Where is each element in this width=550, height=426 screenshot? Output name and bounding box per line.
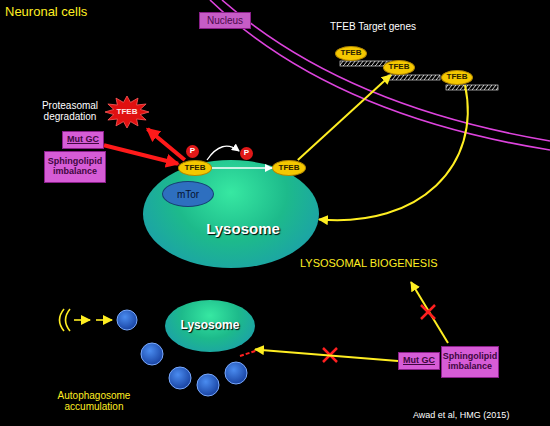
lysosome: Lysosome bbox=[165, 300, 255, 352]
dna-strand bbox=[446, 85, 498, 90]
red-cross bbox=[421, 305, 435, 319]
mutation-box: Mut GC bbox=[62, 131, 104, 149]
release-arrow bbox=[207, 146, 239, 160]
tfeb-protein: TFEB bbox=[272, 160, 306, 176]
red-cross bbox=[323, 348, 337, 362]
node-text: Mut GC bbox=[403, 356, 435, 366]
connector-arrow bbox=[104, 145, 178, 164]
autophagosome bbox=[169, 367, 191, 389]
citation: Awad et al, HMG (2015) bbox=[413, 410, 509, 420]
process-label: LYSOSOMAL BIOGENESIS bbox=[300, 257, 438, 269]
node-text: Lysosome bbox=[206, 221, 280, 238]
red-cross bbox=[421, 305, 435, 319]
mtor-complex: mTor bbox=[162, 181, 214, 207]
tfeb-protein: TFEB bbox=[441, 70, 473, 85]
nuclear-membrane bbox=[222, 0, 550, 141]
blocked-arrow bbox=[411, 282, 448, 343]
node-text: TFEB bbox=[341, 49, 362, 58]
tfeb-protein: TFEB bbox=[383, 60, 415, 75]
node-text: TFEB bbox=[447, 73, 468, 82]
autophagosome bbox=[197, 374, 219, 396]
blocked-fusion bbox=[240, 348, 264, 356]
node-text: Lysosome bbox=[181, 319, 240, 332]
node-text: Sphingolipid imbalance bbox=[443, 352, 498, 372]
flow-arrow bbox=[96, 319, 112, 321]
node-text: P bbox=[190, 147, 195, 156]
tfeb-protein: TFEB bbox=[178, 160, 212, 176]
nuclear-membrane bbox=[210, 0, 550, 150]
node-text: TFEB bbox=[117, 108, 138, 117]
phagophore-arc bbox=[60, 309, 65, 331]
flow-arrow bbox=[74, 319, 90, 321]
tfeb-protein: TFEB bbox=[335, 46, 367, 61]
mutation-box: Mut GC bbox=[398, 352, 440, 370]
nucleus-box: Nucleus bbox=[199, 12, 251, 29]
process-label: Autophagosome accumulation bbox=[46, 390, 142, 412]
phosphate: P bbox=[186, 145, 199, 158]
connector-arrow bbox=[298, 75, 391, 160]
phosphate: P bbox=[240, 147, 253, 160]
lysosome: Lysosome bbox=[143, 160, 319, 268]
autophagosome bbox=[225, 362, 247, 384]
node-text: TFEB bbox=[279, 164, 300, 173]
node-text: Nucleus bbox=[207, 15, 243, 26]
process-label: Proteasomal degradation bbox=[38, 100, 102, 122]
dna-strand bbox=[388, 75, 440, 80]
cell-type-label: Neuronal cells bbox=[5, 4, 87, 19]
node-text: TFEB bbox=[389, 63, 410, 72]
degradation-burst: TFEB bbox=[104, 95, 150, 129]
imbalance-box: Sphingolipid imbalance bbox=[441, 346, 499, 378]
connector-arrow bbox=[148, 129, 185, 160]
red-cross bbox=[323, 348, 337, 362]
node-text: mTor bbox=[177, 189, 199, 200]
connector-arrow bbox=[255, 349, 398, 361]
phagophore-arc bbox=[66, 309, 71, 331]
burst-outline bbox=[105, 96, 149, 128]
node-text: Mut GC bbox=[67, 135, 99, 145]
node-text: P bbox=[244, 149, 249, 158]
genes-label: TFEB Target genes bbox=[330, 21, 416, 32]
connector-arrow bbox=[319, 85, 468, 220]
node-text: Sphingolipid imbalance bbox=[46, 157, 104, 177]
autophagosome bbox=[117, 310, 137, 330]
imbalance-box: Sphingolipid imbalance bbox=[44, 151, 106, 183]
node-text: TFEB bbox=[185, 164, 206, 173]
autophagosome bbox=[141, 343, 163, 365]
